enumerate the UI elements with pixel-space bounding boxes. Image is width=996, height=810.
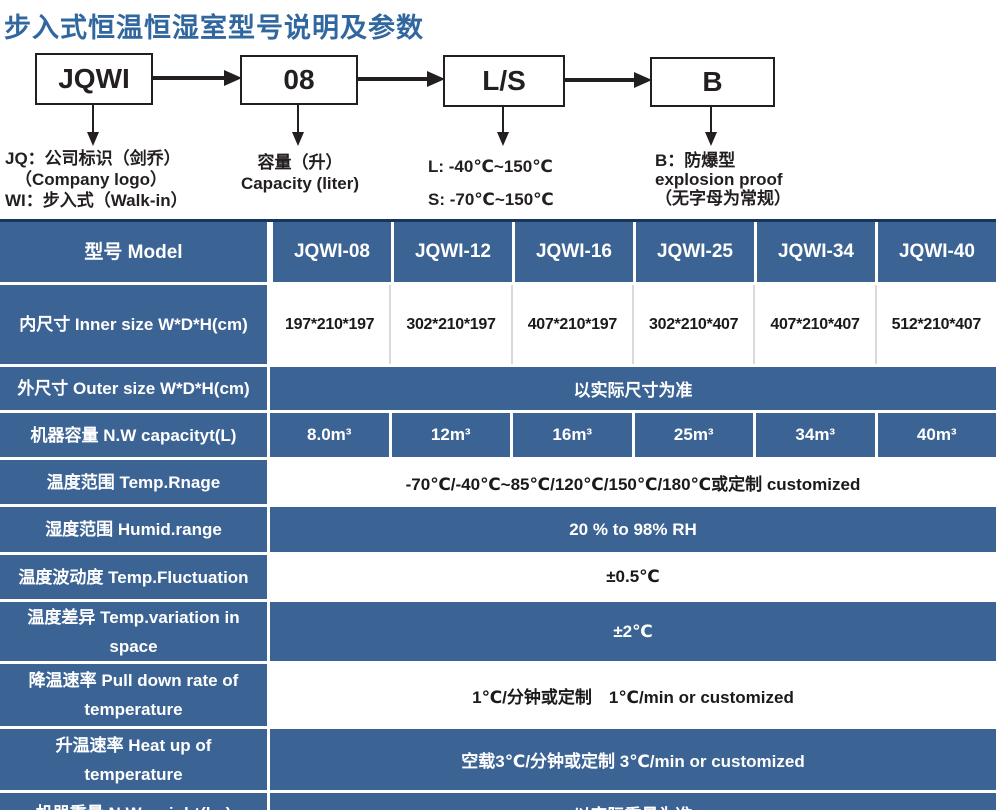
note-line: （Company logo） <box>15 170 168 189</box>
spec-cell: 8.0m³ <box>270 413 389 457</box>
header-model: JQWI-25 <box>633 222 754 282</box>
header-model: JQWI-08 <box>270 222 391 282</box>
table-row-humidity-range: 湿度范围 Humid.range 20 % to 98% RH <box>0 507 996 555</box>
spec-cell: 407*210*197 <box>510 285 632 364</box>
header-model-label: 型号 Model <box>0 222 270 282</box>
spec-cell: 40m³ <box>874 413 996 457</box>
note-company: JQ：公司标识（剑乔） （Company logo） WI：步入式（Walk-i… <box>5 148 188 211</box>
note-line: 容量（升） <box>257 153 343 172</box>
spec-table: 型号 Model JQWI-08 JQWI-12 JQWI-16 JQWI-25… <box>0 219 996 810</box>
spec-cell: 197*210*197 <box>270 285 390 364</box>
spec-cell: 以实际尺寸为准 <box>270 367 996 410</box>
header-model: JQWI-40 <box>875 222 996 282</box>
model-code-diagram: JQWI 08 L/S B JQ：公司标识（剑乔） （Company logo）… <box>0 0 996 218</box>
row-label: 温度差异 Temp.variation in space <box>0 602 270 661</box>
table-row-capacity: 机器容量 N.W capacityt(L) 8.0m³ 12m³ 16m³ 25… <box>0 413 996 460</box>
spec-cell: 16m³ <box>510 413 632 457</box>
header-model: JQWI-34 <box>754 222 875 282</box>
table-row-temp-fluctuation: 温度波动度 Temp.Fluctuation ±0.5℃ <box>0 555 996 602</box>
spec-cell: 12m³ <box>388 413 510 457</box>
spec-cell: ±2℃ <box>270 602 996 661</box>
spec-cell: 1℃/分钟或定制 1℃/min or customized <box>270 664 996 726</box>
row-label: 升温速率 Heat up of temperature <box>0 729 270 790</box>
row-label: 温度波动度 Temp.Fluctuation <box>0 555 270 599</box>
spec-cell: 空载3℃/分钟或定制 3℃/min or customized <box>270 729 996 790</box>
table-row-pull-down-rate: 降温速率 Pull down rate of temperature 1℃/分钟… <box>0 664 996 729</box>
note-line: WI：步入式（Walk-in） <box>5 191 188 210</box>
spec-cell: 25m³ <box>631 413 753 457</box>
row-label: 外尺寸 Outer size W*D*H(cm) <box>0 367 270 410</box>
note-explosion: B：防爆型 explosion proof （无字母为常规） <box>655 151 791 208</box>
note-line: Capacity (liter) <box>240 174 360 193</box>
code-box-explosion: B <box>650 57 775 107</box>
note-temp-type: L: -40℃~150℃ S: -70℃~150℃ <box>428 150 554 216</box>
table-row-outer-size: 外尺寸 Outer size W*D*H(cm) 以实际尺寸为准 <box>0 367 996 413</box>
spec-cell: 302*210*407 <box>631 285 754 364</box>
table-row-temp-range: 温度范围 Temp.Rnage -70℃/-40℃~85℃/120℃/150℃/… <box>0 460 996 507</box>
note-capacity: 容量（升） Capacity (liter) <box>210 152 390 194</box>
header-model: JQWI-12 <box>391 222 512 282</box>
note-line: S: -70℃~150℃ <box>428 190 554 209</box>
note-line: （无字母为常规） <box>655 189 791 208</box>
note-line: B：防爆型 <box>655 151 736 170</box>
header-model: JQWI-16 <box>512 222 633 282</box>
page-title: 步入式恒温恒湿室型号说明及参数 <box>4 13 424 43</box>
spec-cell: 34m³ <box>753 413 875 457</box>
code-box-temp-type: L/S <box>443 55 565 107</box>
row-label: 内尺寸 Inner size W*D*H(cm) <box>0 285 270 364</box>
row-label: 机器容量 N.W capacityt(L) <box>0 413 270 457</box>
spec-cell: 20 % to 98% RH <box>270 507 996 552</box>
code-box-company: JQWI <box>35 53 153 105</box>
spec-cell: 302*210*197 <box>389 285 511 364</box>
note-line: JQ：公司标识（剑乔） <box>5 149 181 168</box>
row-label: 温度范围 Temp.Rnage <box>0 460 270 504</box>
row-label: 湿度范围 Humid.range <box>0 507 270 552</box>
spec-cell: -70℃/-40℃~85℃/120℃/150℃/180℃或定制 customiz… <box>270 460 996 504</box>
table-row-heat-up-rate: 升温速率 Heat up of temperature 空载3℃/分钟或定制 3… <box>0 729 996 793</box>
spec-cell: 407*210*407 <box>753 285 875 364</box>
spec-cell: 以实际重量为准 <box>270 793 996 810</box>
table-row-weight: 机器重量 N.W weight(kg) 以实际重量为准 <box>0 793 996 810</box>
row-label: 降温速率 Pull down rate of temperature <box>0 664 270 726</box>
code-box-capacity: 08 <box>240 55 358 105</box>
table-row-temp-variation: 温度差异 Temp.variation in space ±2℃ <box>0 602 996 664</box>
row-label: 机器重量 N.W weight(kg) <box>0 793 270 810</box>
spec-cell: 512*210*407 <box>874 285 996 364</box>
table-row-inner-size: 内尺寸 Inner size W*D*H(cm) 197*210*197 302… <box>0 285 996 367</box>
table-header-row: 型号 Model JQWI-08 JQWI-12 JQWI-16 JQWI-25… <box>0 222 996 285</box>
spec-cell: ±0.5℃ <box>270 555 996 599</box>
note-line: L: -40℃~150℃ <box>428 157 553 176</box>
note-line: explosion proof <box>655 170 783 189</box>
